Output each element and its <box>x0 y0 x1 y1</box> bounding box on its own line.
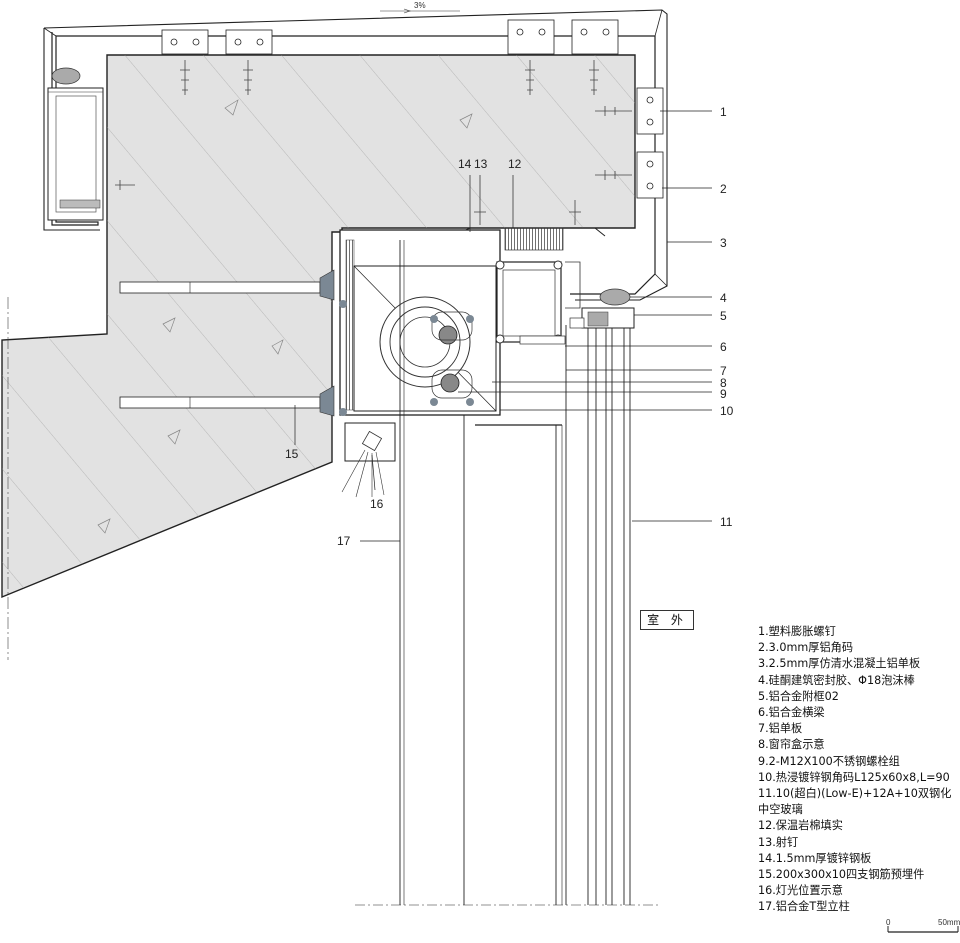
callout-11: 11 <box>720 515 733 529</box>
legend-item: 14.1.5mm厚镀锌钢板 <box>758 851 872 865</box>
scale-start: 0 <box>886 918 891 927</box>
side-angle-brackets <box>636 87 664 199</box>
callout-14: 14 <box>458 157 472 171</box>
callout-12: 12 <box>508 157 522 171</box>
callout-10: 10 <box>720 404 734 418</box>
legend-item: 11.10(超白)(Low-E)+12A+10双钢化中空玻璃 <box>758 787 952 817</box>
window-subframe <box>569 307 635 329</box>
expansion-anchors <box>115 60 632 225</box>
callout-6: 6 <box>720 340 727 354</box>
slope-arrow <box>380 8 460 14</box>
scale-bar <box>887 926 959 933</box>
legend-item: 15.200x300x10四支钢筋预埋件 <box>758 868 925 882</box>
concrete-structure <box>1 54 636 599</box>
embedded-plates <box>119 269 335 417</box>
legend-item: 1.塑料膨胀螺钉 <box>758 625 836 638</box>
legend-item: 2.3.0mm厚铝角码 <box>758 641 854 655</box>
slope-label: 3% <box>414 1 426 10</box>
callout-1: 1 <box>720 105 727 119</box>
steel-angle-and-curtain-box <box>339 229 501 416</box>
callout-2: 2 <box>720 182 727 196</box>
callout-15: 15 <box>285 447 299 461</box>
leader-lines <box>294 110 712 542</box>
scale-end: 50mm <box>938 918 960 927</box>
legend-item: 12.保温岩棉填实 <box>758 819 843 833</box>
callout-4: 4 <box>720 291 727 305</box>
callout-17: 17 <box>337 534 351 548</box>
callout-16: 16 <box>370 497 384 511</box>
legend-item: 17.铝合金T型立柱 <box>758 900 850 914</box>
callout-5: 5 <box>720 309 727 323</box>
legend-item: 8.窗帘盒示意 <box>758 738 825 752</box>
legend-item: 7.铝单板 <box>758 722 803 736</box>
legend-item: 16.灯光位置示意 <box>758 884 843 898</box>
top-angle-brackets <box>161 19 619 55</box>
legend-item: 9.2-M12X100不锈钢螺栓组 <box>758 754 900 768</box>
callout-8: 8 <box>720 376 727 390</box>
callout-7: 7 <box>720 364 727 378</box>
callout-9: 9 <box>720 387 727 401</box>
legend-item: 5.铝合金附框02 <box>758 689 839 703</box>
legend-item: 4.硅酮建筑密封胶、Φ18泡沫棒 <box>758 673 915 687</box>
legend-item: 13.射钉 <box>758 835 799 849</box>
legend-item: 3.2.5mm厚仿清水混凝土铝单板 <box>758 657 921 671</box>
legend-item: 6.铝合金横梁 <box>758 706 825 720</box>
callout-13: 13 <box>474 157 488 171</box>
outside-label: 室 外 <box>640 610 694 630</box>
mullion-and-glass <box>355 240 660 906</box>
sealant-foam-rods <box>51 67 631 306</box>
legend-item: 10.热浸镀锌钢角码L125x60x8,L=90 <box>758 770 950 784</box>
aluminum-transom <box>495 260 581 345</box>
material-legend: 1.塑料膨胀螺钉 2.3.0mm厚铝角码 3.2.5mm厚仿清水混凝土铝单板 4… <box>758 624 958 916</box>
light-fixture <box>341 422 396 498</box>
callout-3: 3 <box>720 236 727 250</box>
